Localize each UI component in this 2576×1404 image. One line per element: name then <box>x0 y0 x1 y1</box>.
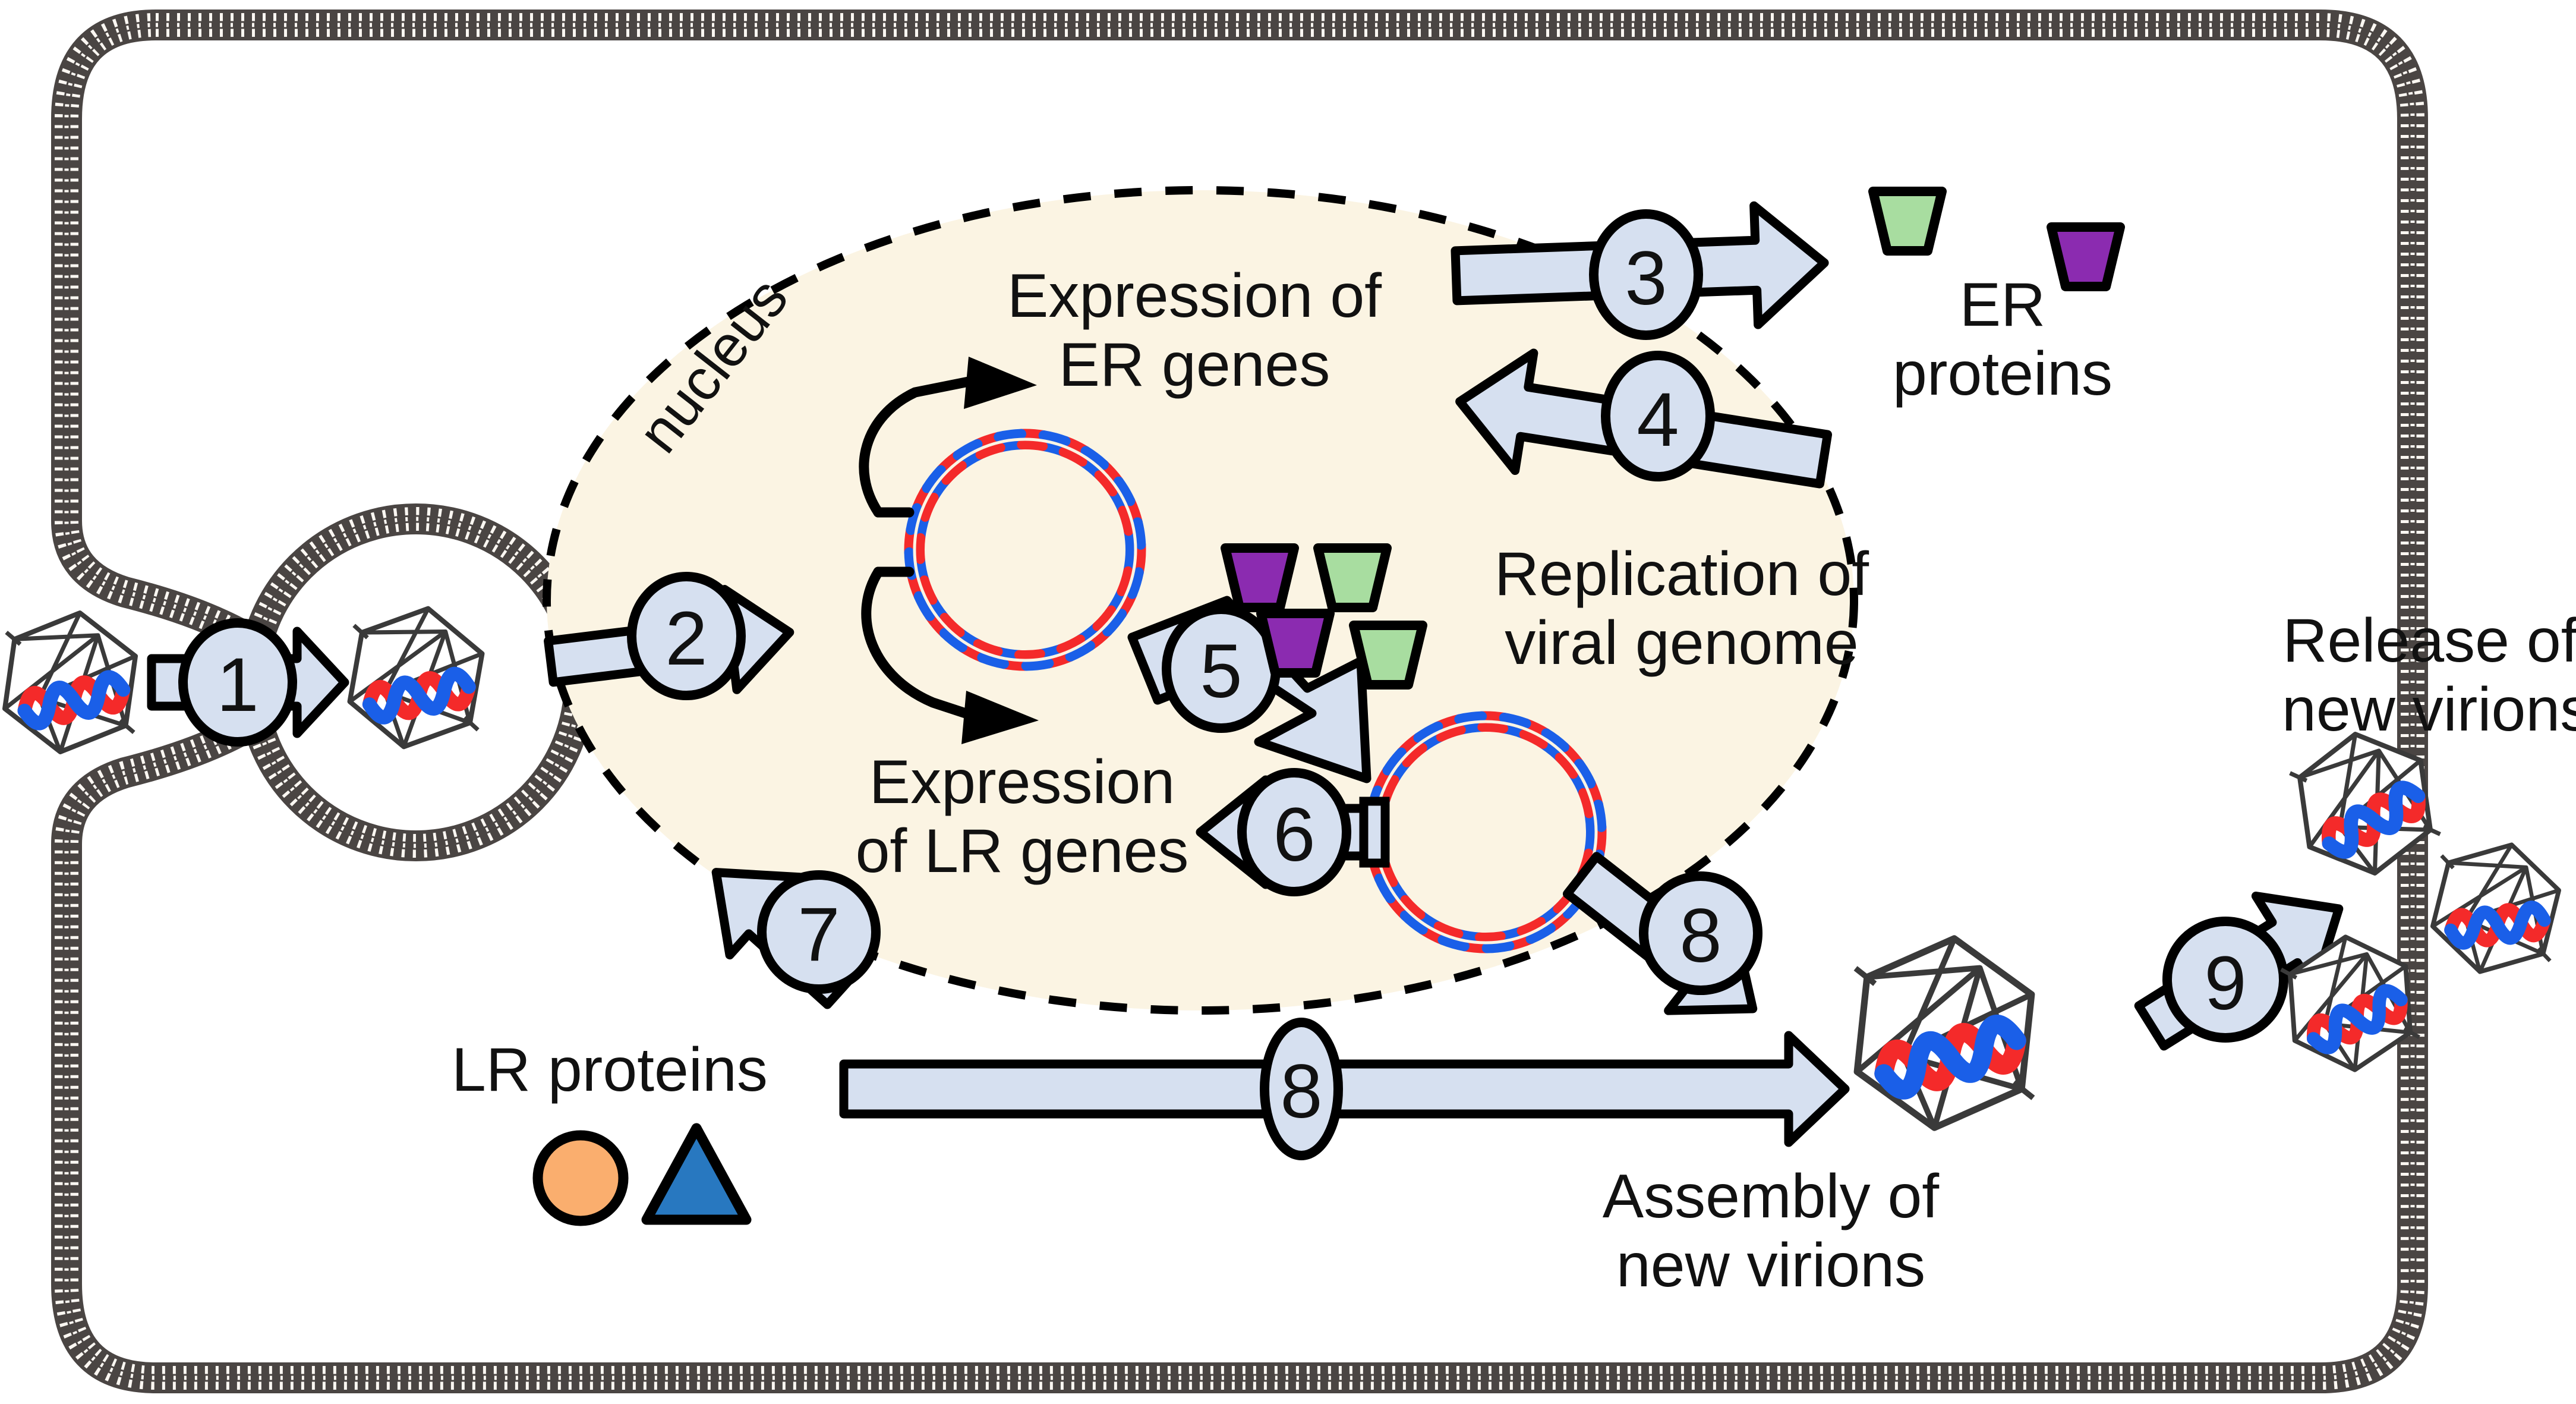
er-protein-green <box>1868 187 1947 256</box>
virion-released-2 <box>2417 829 2575 988</box>
label-lr-proteins: LR proteins <box>452 1035 768 1104</box>
badge-2: 2 <box>627 572 746 700</box>
lr-protein-circle <box>532 1130 629 1226</box>
badge-5: 5 <box>1162 605 1281 733</box>
badge-3: 3 <box>1589 209 1703 340</box>
svg-text:7: 7 <box>797 892 840 977</box>
svg-text:9: 9 <box>2204 941 2246 1026</box>
step-badges: 1 2 3 4 5 6 7 8 8 9 <box>178 209 2288 1160</box>
svg-text:1: 1 <box>216 643 258 728</box>
svg-text:5: 5 <box>1200 629 1242 714</box>
transcription-arrowhead-down <box>961 691 1039 744</box>
badge-1: 1 <box>178 618 297 747</box>
svg-text:8: 8 <box>1280 1049 1322 1134</box>
label-er-proteins: ER proteins <box>1893 270 2112 409</box>
label-replication-viral-genome: Replication of viral genome <box>1494 540 1869 678</box>
virion-assembled <box>1840 928 2049 1138</box>
badge-4: 4 <box>1601 351 1715 481</box>
svg-text:6: 6 <box>1273 792 1315 877</box>
badge-7: 7 <box>757 870 881 994</box>
virion-endosomal <box>335 596 497 758</box>
transcription-arrows <box>859 375 980 722</box>
badge-8-genome: 8 <box>1639 871 1762 995</box>
label-expression-er-genes: Expression of ER genes <box>1007 262 1382 400</box>
label-expression-lr-genes: Expression of LR genes <box>855 748 1189 886</box>
nuclear-protein-green-1 <box>1313 543 1392 612</box>
svg-text:2: 2 <box>665 596 707 681</box>
label-assembly-new-virions: Assembly of new virions <box>1602 1162 1940 1301</box>
nuclear-protein-green-2 <box>1349 621 1427 690</box>
genome-template <box>904 429 1146 671</box>
svg-text:3: 3 <box>1625 236 1667 321</box>
badge-6: 6 <box>1237 768 1351 896</box>
badge-9: 9 <box>2162 917 2288 1043</box>
label-release-new-virions: Release of new virions <box>2282 606 2576 745</box>
svg-text:4: 4 <box>1637 377 1679 462</box>
nuclear-protein-purple-2 <box>1256 609 1335 678</box>
nuclear-protein-purple-1 <box>1221 543 1299 612</box>
arrow-step-8-proteins <box>839 1031 1850 1147</box>
er-protein-purple <box>2047 222 2125 291</box>
virion-extracellular <box>0 603 149 762</box>
badge-8-proteins: 8 <box>1260 1018 1343 1160</box>
svg-text:8: 8 <box>1679 893 1721 978</box>
transcription-arrowhead-up <box>964 357 1037 409</box>
lr-protein-triangle <box>641 1123 752 1225</box>
